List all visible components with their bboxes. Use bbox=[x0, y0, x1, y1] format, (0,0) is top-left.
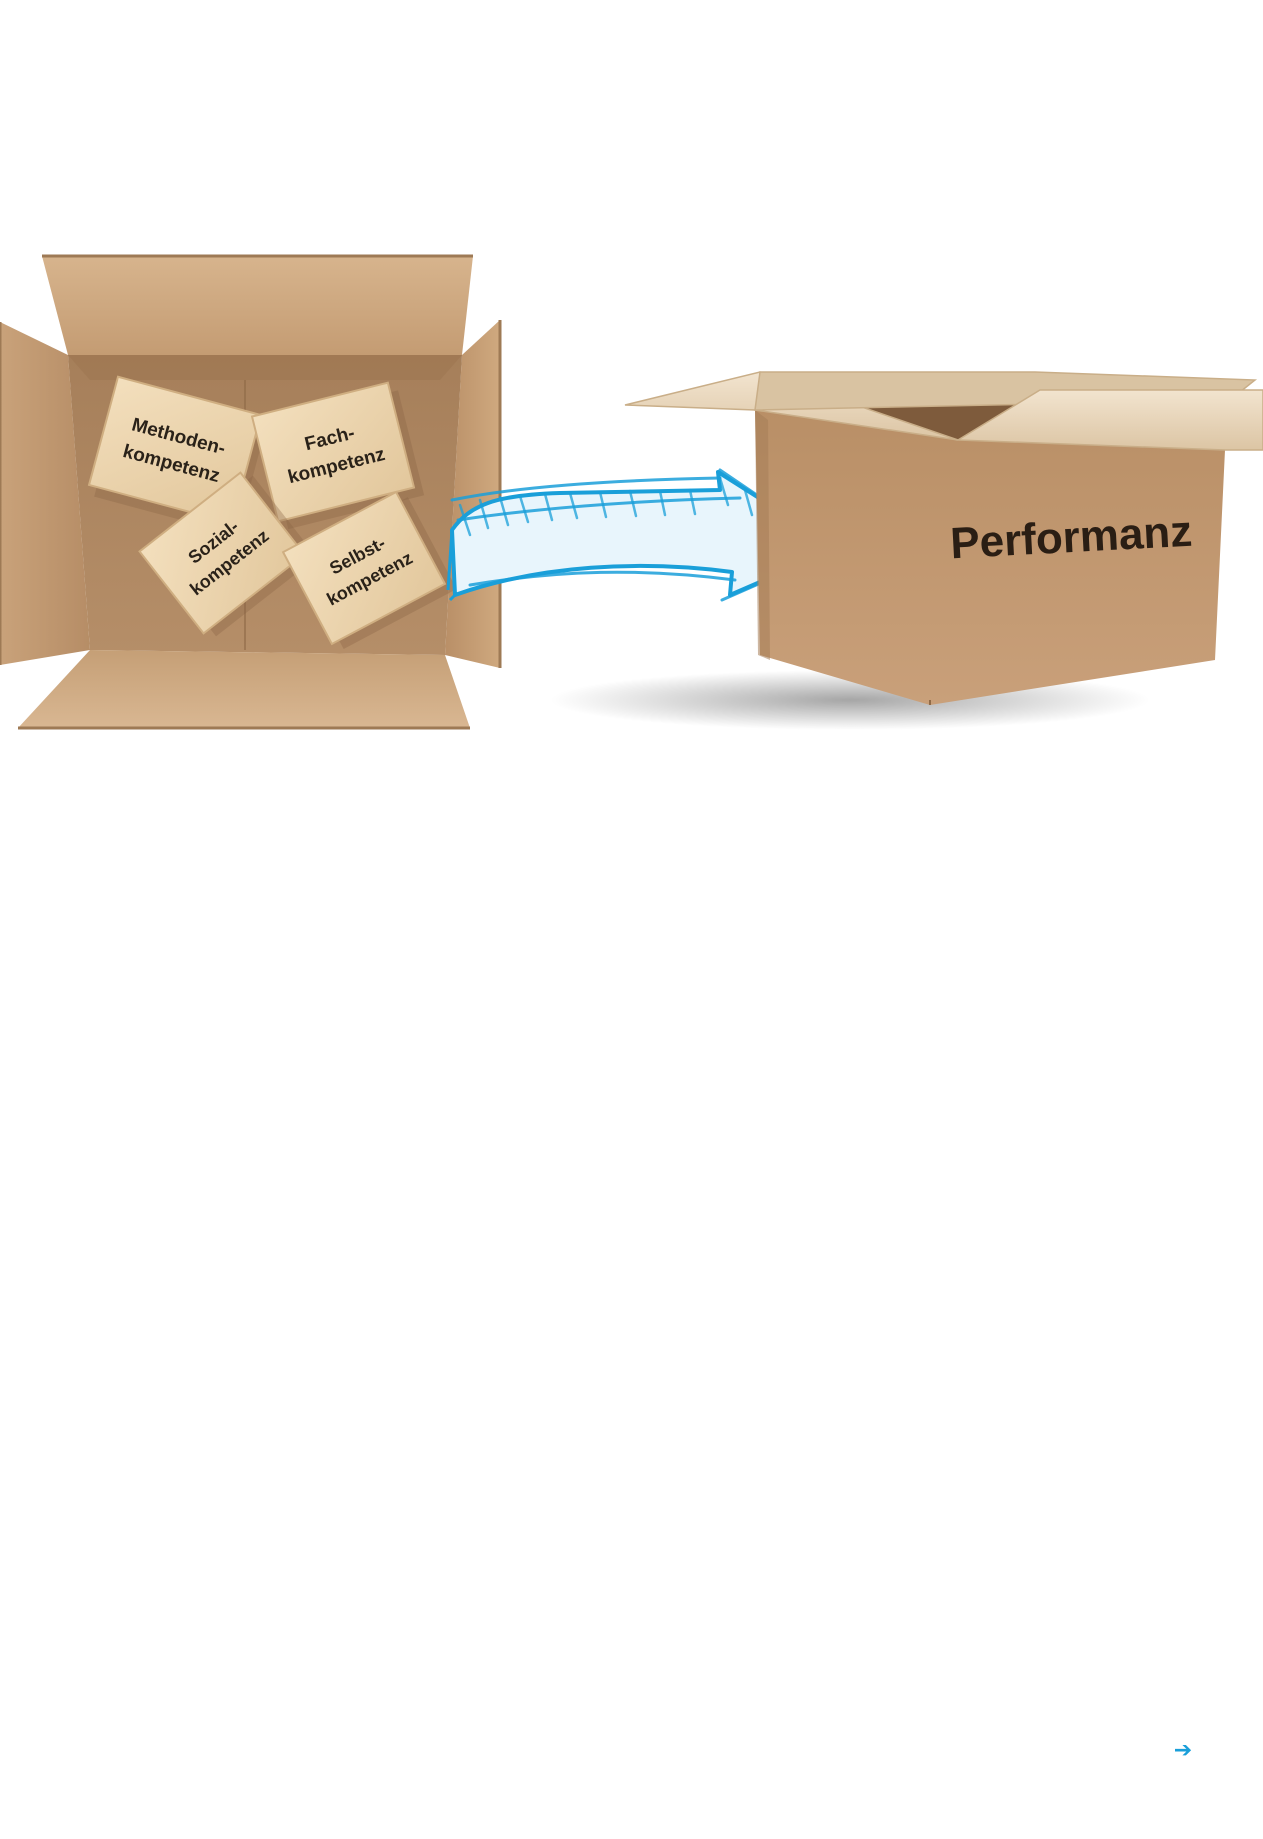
cube-selbstkompetenz: Selbst- kompetenz bbox=[281, 490, 457, 650]
source-box-top-flap bbox=[42, 256, 473, 355]
source-box-left-flap bbox=[0, 322, 90, 665]
cube-fachkompetenz: Fach- kompetenz bbox=[250, 381, 425, 530]
target-box-front bbox=[755, 410, 1225, 705]
target-box-right-flap bbox=[955, 389, 1263, 451]
sketch-arrow-right-icon bbox=[446, 468, 840, 602]
cube-sozialkompetenz: Sozial- kompetenz bbox=[138, 471, 317, 637]
next-page-arrow-icon[interactable]: ➔ bbox=[1173, 1738, 1193, 1763]
source-box: Methoden- kompetenz Fach- kompetenz Sozi… bbox=[0, 254, 502, 730]
source-box-bottom-flap bbox=[18, 650, 470, 728]
target-box: Performanz bbox=[550, 371, 1263, 730]
